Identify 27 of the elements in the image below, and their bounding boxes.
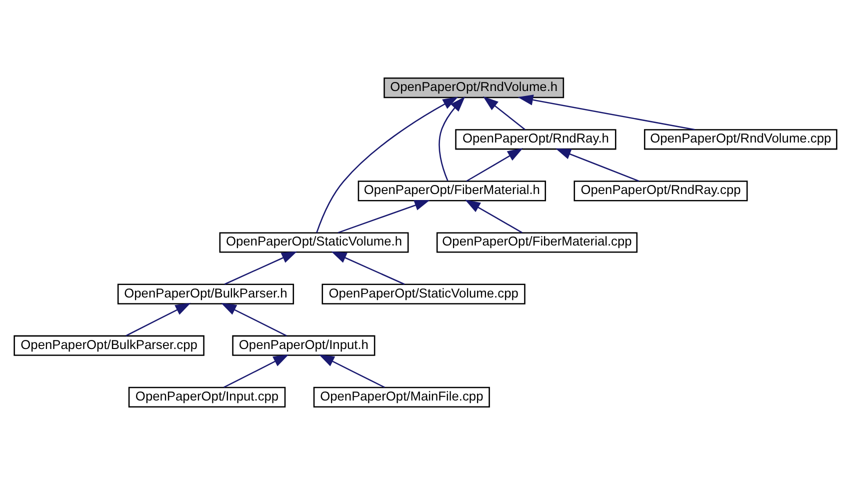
arrow [338,200,430,234]
arrow [220,302,287,336]
arrow [318,354,385,388]
arrow [224,251,298,285]
arrow [466,148,523,182]
node-box: OpenPaperOpt/RndRay.cpp [574,180,748,202]
node-box: OpenPaperOpt/MainFile.cpp [313,386,490,408]
arrow [555,148,640,182]
node-box: OpenPaperOpt/Input.h [232,335,376,356]
node-box: OpenPaperOpt/StaticVolume.cpp [322,284,526,304]
node-box: OpenPaperOpt/FiberMaterial.cpp [436,232,638,253]
arrow [464,200,522,234]
node-box: OpenPaperOpt/FiberMaterial.h [358,180,546,202]
node-box: OpenPaperOpt/RndVolume.cpp [644,129,838,150]
arrow [438,96,466,182]
node-box: OpenPaperOpt/RndRay.h [455,129,616,150]
arrow [224,354,289,388]
arrow [331,251,405,285]
node-box: OpenPaperOpt/Input.cpp [128,386,286,408]
arrow [316,96,458,233]
node-box: OpenPaperOpt/RndVolume.h [384,78,564,98]
arrow [126,302,191,336]
node-box: OpenPaperOpt/BulkParser.h [117,284,294,304]
arrow [482,96,526,130]
node-box: OpenPaperOpt/StaticVolume.h [219,232,409,253]
arrow [518,94,695,130]
node-box: OpenPaperOpt/BulkParser.cpp [14,335,204,356]
